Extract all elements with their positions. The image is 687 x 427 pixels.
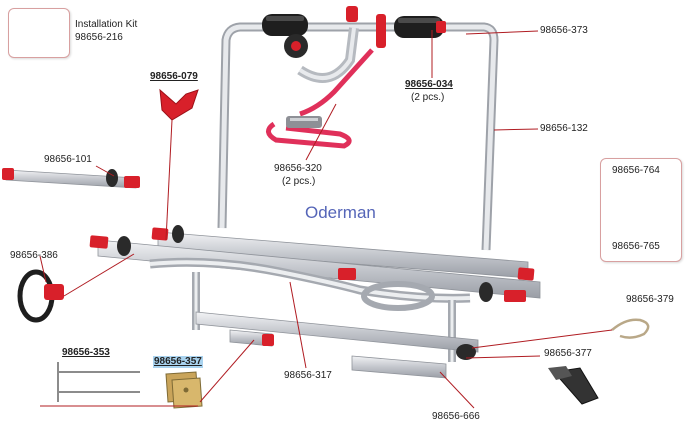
installation-kit-box: [8, 8, 70, 58]
label-98656-079: 98656-079: [150, 71, 198, 82]
foam-grip-right: [394, 16, 446, 38]
bottom-support: [195, 311, 479, 379]
label-98656-666: 98656-666: [432, 411, 480, 422]
label-98656-034-qty: (2 pcs.): [411, 92, 445, 103]
strap: [266, 48, 374, 149]
upright-frame: [217, 22, 499, 251]
label-98656-373: 98656-373: [540, 25, 588, 36]
clamp-386: [17, 269, 64, 323]
knob-parts-box: [600, 158, 682, 262]
label-98656-317: 98656-317: [284, 370, 332, 381]
wheel-holder-079: [159, 88, 199, 121]
plates-357: [165, 371, 203, 409]
label-98656-377: 98656-377: [544, 348, 592, 359]
bracket-377: [548, 366, 599, 405]
label-98656-101: 98656-101: [44, 154, 92, 165]
hook-379: [611, 318, 650, 339]
ubolt-353: [57, 362, 140, 402]
label-98656-132: 98656-132: [540, 123, 588, 134]
lower-rail: [89, 235, 541, 302]
label-98656-353: 98656-353: [62, 347, 110, 358]
installation-kit-title: Installation Kit: [75, 19, 138, 30]
label-98656-320-qty: (2 pcs.): [282, 176, 316, 187]
leader-lines: [39, 30, 613, 409]
label-98656-764: 98656-764: [612, 165, 660, 176]
label-98656-320: 98656-320: [274, 163, 322, 174]
label-98656-386: 98656-386: [10, 250, 58, 261]
label-98656-379: 98656-379: [626, 294, 674, 305]
label-98656-034: 98656-034: [405, 79, 453, 90]
foam-grip-left: [262, 14, 308, 36]
lower-frame: [149, 257, 471, 362]
watermark: Oderman: [305, 203, 376, 222]
installation-kit-code: 98656-216: [75, 32, 123, 43]
label-98656-357: 98656-357: [153, 356, 203, 368]
rail-101: [2, 168, 140, 189]
label-98656-765: 98656-765: [612, 241, 660, 252]
holding-arm: [284, 6, 386, 83]
